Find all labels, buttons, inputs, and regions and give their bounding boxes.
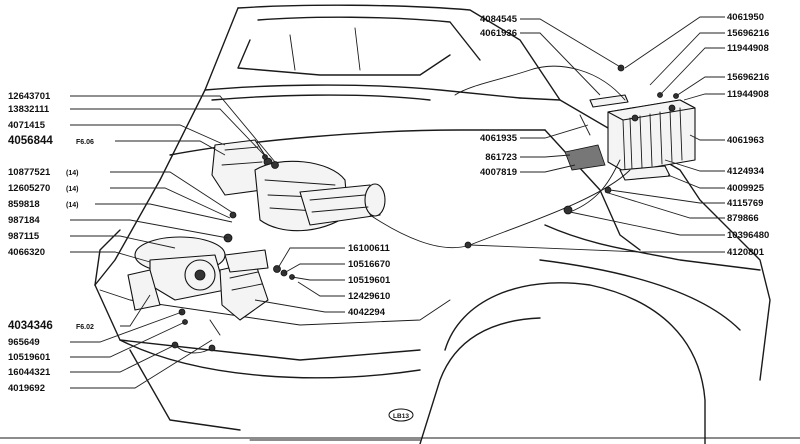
part-number-label: 4034346 [8, 320, 53, 332]
reference-tag: (14) [66, 170, 78, 177]
part-number-label: 4007819 [480, 167, 517, 178]
starter-motor [299, 183, 386, 226]
pulley-belt [224, 249, 269, 273]
part-number-label: 13832111 [8, 104, 50, 115]
part-number-label: 4066320 [8, 247, 45, 258]
part-number-label: 11944908 [727, 89, 769, 100]
part-number-label: 965649 [8, 337, 40, 348]
rubber-pad [564, 144, 606, 171]
part-number-label: 10516670 [348, 259, 390, 270]
battery-hold-down [579, 94, 629, 136]
part-number-label: 4071415 [8, 120, 46, 131]
part-number-label: 10877521 [8, 167, 51, 178]
reference-tag: F6.06 [76, 139, 94, 146]
part-number-label: 4061936 [480, 28, 517, 39]
part-number-label: 4061935 [480, 133, 518, 144]
part-number-label: 4115769 [727, 198, 763, 209]
part-number-label: 4042294 [348, 307, 386, 318]
part-number-label: 4084545 [480, 14, 518, 25]
battery-cable [369, 65, 631, 249]
part-number-label: 11944908 [727, 43, 769, 54]
page-code-badge: LB13 [388, 408, 414, 422]
part-number-label: 12429610 [348, 291, 390, 302]
page-code: LB13 [393, 413, 409, 420]
part-number-label: 12643701 [8, 91, 51, 102]
left-callout-labels: 12643701 13832111 4071415 4056844 F6.06 10877… [8, 91, 94, 394]
part-number-label: 10519601 [348, 275, 391, 286]
part-number-label: 4056844 [8, 135, 53, 147]
car-body-outline [0, 4, 800, 444]
top-center-callout-labels: 4084545 4061936 4061935 861723 4007819 [480, 14, 518, 178]
part-number-label: 10396480 [727, 230, 769, 241]
part-number-label: 4120801 [727, 247, 765, 258]
part-number-label: 16044321 [8, 367, 51, 378]
part-number-label: 15696216 [727, 72, 769, 83]
leader-lines [70, 16, 725, 389]
part-number-label: 15696216 [727, 28, 769, 39]
part-number-label: 10519601 [8, 352, 51, 363]
ground-strap [171, 319, 221, 354]
part-number-label: 16100611 [348, 243, 390, 254]
part-number-label: 4019692 [8, 383, 45, 394]
part-number-label: 4061963 [727, 135, 764, 146]
part-number-label: 861723 [485, 152, 517, 163]
part-number-label: 879866 [727, 213, 759, 224]
part-number-label: 4009925 [727, 183, 765, 194]
center-callout-labels: 16100611 10516670 10519601 12429610 4042294 [348, 243, 391, 318]
part-number-label: 987184 [8, 215, 40, 226]
part-number-label: 987115 [8, 231, 40, 242]
dynamo-assembly [127, 236, 226, 311]
part-number-label: 4061950 [727, 12, 764, 23]
reference-tag: (14) [66, 186, 78, 193]
reference-tag: (14) [66, 202, 78, 209]
part-number-label: 12605270 [8, 183, 50, 194]
right-callout-labels: 4061950 15696216 11944908 15696216 11944908 4… [727, 12, 769, 258]
reference-tag: F6.02 [76, 324, 94, 331]
part-number-label: 859818 [8, 199, 40, 210]
part-number-label: 4124934 [727, 166, 765, 177]
battery [607, 99, 696, 173]
